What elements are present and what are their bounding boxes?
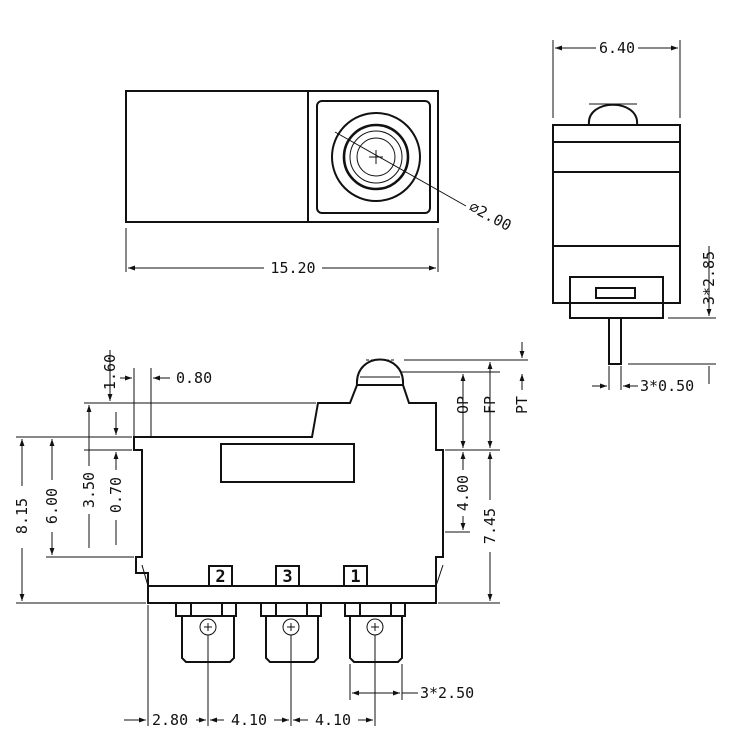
pitch-label: 3*2.85 (700, 251, 718, 305)
dim-fp: FP (481, 396, 499, 414)
side-slot (595, 287, 636, 299)
side-view: 6.40 3*2.85 3*0.50 (552, 39, 718, 395)
terminal-blade (265, 615, 319, 663)
pin-label-3: 3 (275, 565, 300, 587)
terminal-neck (260, 602, 277, 617)
center-mark (369, 150, 383, 164)
terminal-1 (344, 602, 406, 663)
base-chamfer (141, 564, 444, 587)
pin-number: 3 (282, 567, 292, 587)
dim-1.60: 1.60 (101, 354, 119, 390)
terminal-2 (175, 602, 237, 663)
side-terminal (608, 317, 622, 365)
terminal-blade (349, 615, 403, 663)
top-view-body (125, 90, 439, 223)
pin-number: 1 (350, 567, 360, 587)
dim-0.80: 0.80 (176, 369, 212, 387)
actuator-inner-ring-a (349, 130, 403, 184)
pin-box (343, 565, 368, 587)
length-label: 15.20 (270, 259, 315, 277)
diameter-leader (334, 131, 467, 207)
pin-box (275, 565, 300, 587)
dim-3x2.50: 3*2.50 (420, 684, 474, 702)
pin-number: 2 (215, 567, 225, 587)
dim-4.10-a: 4.10 (231, 711, 267, 729)
dim-2.80: 2.80 (152, 711, 188, 729)
pin-label-1: 1 (343, 565, 368, 587)
label-window (220, 443, 355, 483)
dim-4.00: 4.00 (454, 475, 472, 511)
terminal-cross (287, 623, 295, 631)
dim-0.70: 0.70 (107, 477, 125, 513)
dim-3.50: 3.50 (80, 472, 98, 508)
dim-op: OP (454, 396, 472, 414)
actuator-inner-ring-b (356, 137, 396, 177)
side-actuator-dome (587, 103, 639, 126)
front-actuator-dome (355, 358, 405, 386)
pin-box (208, 565, 233, 587)
width-label: 6.40 (599, 39, 635, 57)
terminal-neck (175, 602, 192, 617)
terminal-neck (390, 602, 406, 617)
front-view-body (133, 384, 444, 604)
terminal-blade (181, 615, 235, 663)
actuator-housing (316, 100, 431, 214)
terminal-neck (344, 602, 361, 617)
terminal-neck (306, 602, 322, 617)
actuator-outer-ring (331, 112, 421, 202)
dim-6.00: 6.00 (43, 488, 61, 524)
terminal-neck (221, 602, 237, 617)
actuator-mid-ring (342, 123, 410, 191)
dim-4.10-b: 4.10 (315, 711, 351, 729)
terminal-cross (204, 623, 212, 631)
front-view: 2 3 1 (13, 342, 531, 729)
thickness-label: 3*0.50 (640, 377, 694, 395)
dim-7.45: 7.45 (481, 508, 499, 544)
top-view: ⌀2.00 15.20 (125, 90, 514, 277)
pin-label-2: 2 (208, 565, 233, 587)
side-view-body (552, 124, 681, 304)
dim-8.15: 8.15 (13, 498, 31, 534)
diameter-label: ⌀2.00 (466, 198, 514, 235)
terminal-cross (371, 623, 379, 631)
dim-pt: PT (513, 396, 531, 414)
